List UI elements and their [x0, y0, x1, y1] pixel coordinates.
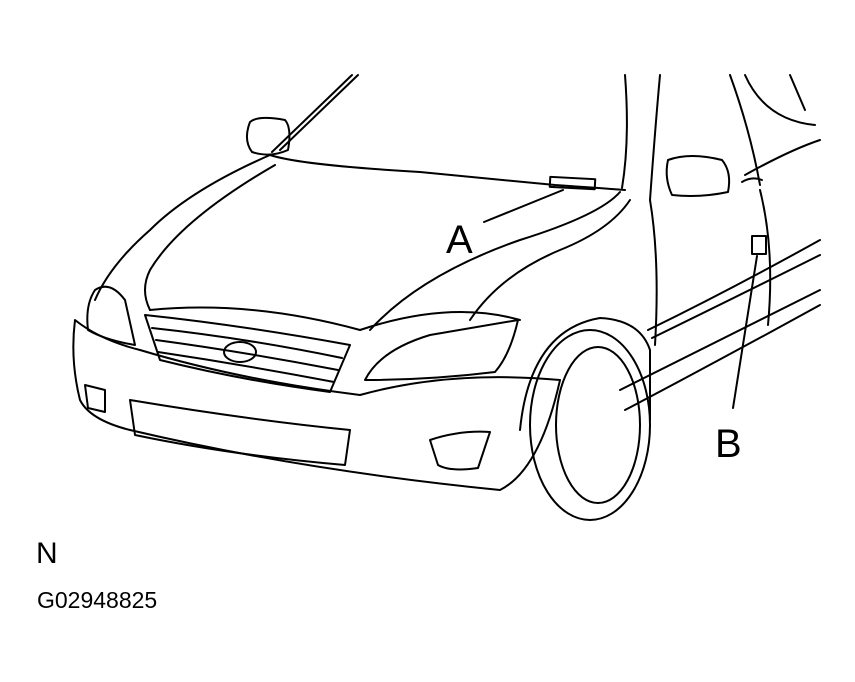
fender-crease	[469, 199, 631, 321]
left-mirror	[246, 116, 291, 156]
figure-code: G02948825	[37, 587, 158, 613]
callout-b: B	[715, 422, 742, 466]
grille-slats	[151, 327, 343, 383]
variant-label: N	[36, 537, 58, 570]
label-b-location	[751, 235, 767, 255]
left-fog-light	[84, 384, 106, 413]
side-molding	[647, 239, 821, 339]
right-headlight	[364, 319, 519, 381]
hood-crease	[144, 164, 276, 311]
right-fog-light	[429, 430, 491, 471]
right-a-pillar	[621, 74, 661, 201]
callout-a: A	[446, 218, 473, 262]
front-wheel	[529, 329, 651, 521]
wheel-inner	[555, 346, 641, 504]
left-a-pillar	[271, 74, 359, 153]
hood-right-crease	[369, 191, 621, 331]
right-mirror	[665, 155, 731, 197]
emblem	[223, 341, 257, 363]
door-window	[729, 74, 821, 186]
label-a-location	[548, 175, 597, 191]
grille	[144, 314, 351, 393]
hood-front-edge	[149, 306, 521, 331]
wheel-arch	[519, 317, 651, 431]
hood-top-edge	[269, 154, 626, 191]
label-a-leader	[483, 189, 564, 223]
left-headlight	[86, 285, 136, 346]
hood-left-edge	[94, 154, 271, 301]
door-front-edge	[649, 189, 772, 346]
label-b-leader	[732, 255, 758, 409]
lower-intake	[129, 399, 351, 466]
front-bumper	[72, 319, 561, 491]
door-handle	[741, 177, 763, 183]
